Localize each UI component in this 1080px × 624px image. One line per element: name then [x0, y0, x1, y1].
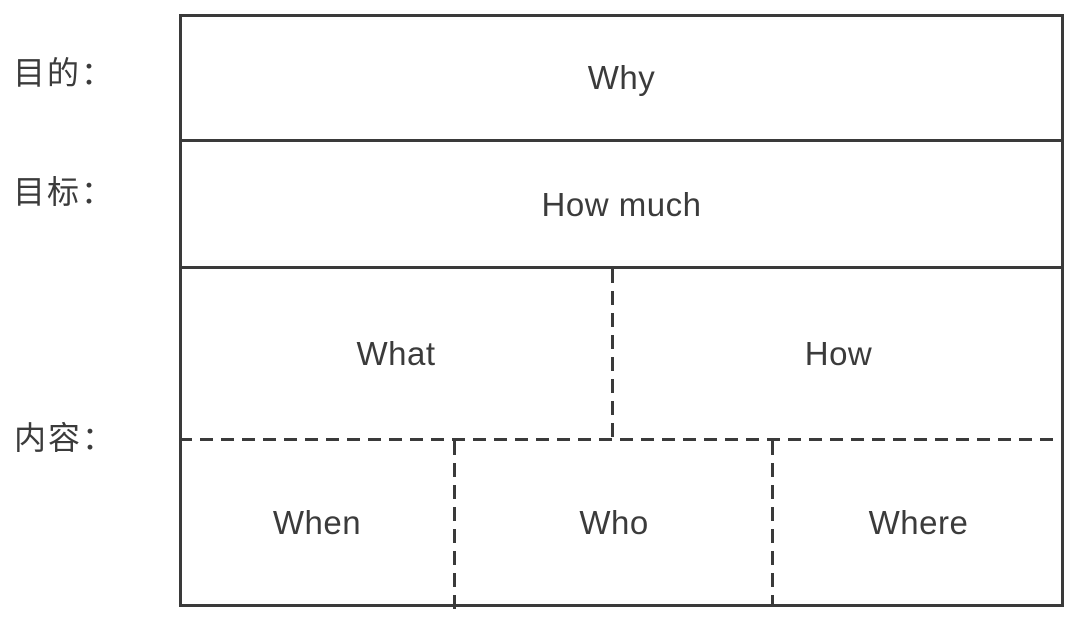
cell-where-label: Where [868, 504, 969, 541]
cell-who: Who [455, 439, 773, 607]
cell-why: Why [179, 14, 1064, 141]
separator-why-howmuch [179, 139, 1064, 142]
row-label-purpose: 目的： [13, 55, 116, 91]
cell-why-label: Why [587, 58, 656, 96]
cell-who-label: Who [579, 504, 649, 541]
cell-how: How [613, 268, 1064, 439]
cell-what: What [179, 268, 613, 439]
cell-how-much: How much [179, 141, 1064, 268]
dashed-separator-who-where [771, 441, 774, 605]
cell-when: When [179, 439, 455, 607]
dashed-separator-horizontal-content [179, 438, 1064, 441]
row-label-goal: 目标： [13, 174, 116, 210]
cell-when-label: When [272, 504, 362, 541]
cell-what-label: What [356, 334, 436, 372]
cell-how-label: How [804, 334, 873, 372]
cell-where: Where [773, 439, 1064, 607]
row-label-content: 内容： [14, 420, 117, 456]
dashed-separator-when-who [453, 441, 456, 612]
separator-howmuch-content [179, 266, 1064, 269]
diagram-frame [179, 14, 1064, 607]
dashed-separator-what-how [611, 269, 614, 439]
cell-how-much-label: How much [541, 185, 702, 223]
